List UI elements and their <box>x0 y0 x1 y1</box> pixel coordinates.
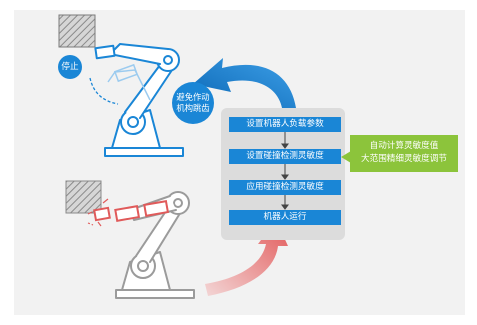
collision-marks <box>87 198 109 227</box>
avoid-label-line1: 避免作动 <box>176 92 210 102</box>
step-set-payload: 设置机器人负载参数 <box>229 117 341 132</box>
robot-arm-top-ghost <box>107 63 151 101</box>
stop-bubble: 停止 <box>58 55 82 79</box>
motion-path-top <box>89 77 119 105</box>
note-line2: 大范围精细灵敏度调节 <box>361 154 447 164</box>
sensitivity-note: 自动计算灵敏度值 大范围精细灵敏度调节 <box>350 135 458 172</box>
flow-arrow-blue <box>193 58 296 108</box>
robot-arm-bottom-collision <box>93 200 170 222</box>
note-line1: 自动计算灵敏度值 <box>369 141 439 151</box>
note-pointer <box>341 151 351 163</box>
avoid-jump-bubble: 避免作动 机构跳齿 <box>172 82 214 124</box>
step-apply-sensitivity: 应用碰撞检测灵敏度 <box>229 180 341 195</box>
stop-label: 停止 <box>61 62 79 72</box>
obstacle-block-top <box>58 14 96 48</box>
step-set-sensitivity: 设置碰撞检测灵敏度 <box>229 149 341 164</box>
robot-arm-top <box>94 43 184 157</box>
step-robot-run: 机器人运行 <box>229 210 341 225</box>
avoid-label-line2: 机构跳齿 <box>176 103 210 113</box>
obstacle-block-bottom <box>65 180 102 214</box>
